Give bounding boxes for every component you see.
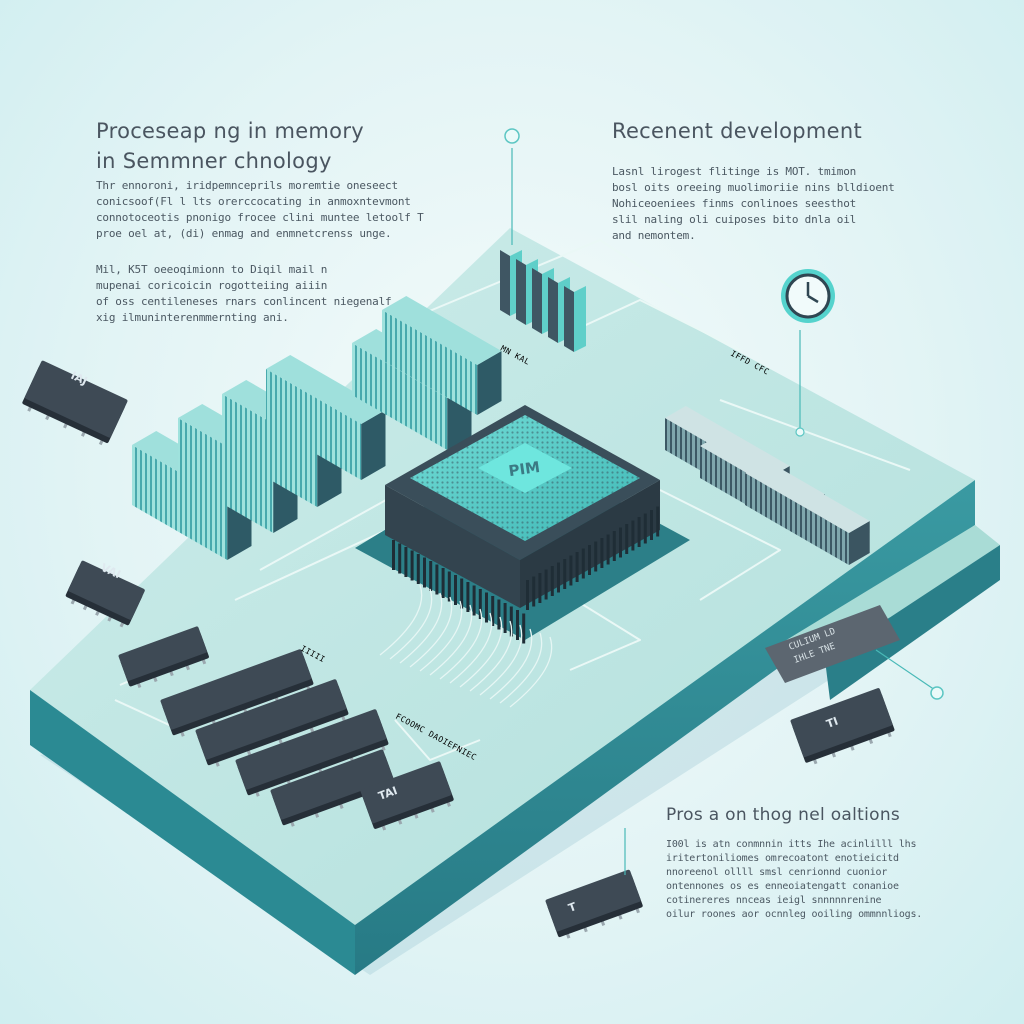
heatsink-module (500, 250, 586, 352)
title-paragraph-2: Mil, K5T oeeoqimionn to Diqil mail n mup… (96, 262, 392, 326)
applications-block: Pros a on thog nel oaltions (666, 800, 900, 830)
small-chip (545, 869, 643, 939)
small-chip-label: T (567, 900, 579, 915)
recent-paragraph-line: slil naling oli cuiposes bito dnla oil (612, 213, 857, 226)
small-chip (270, 749, 396, 827)
small-chip (22, 360, 128, 446)
label-card: CULIUM LD IHLE TNE (765, 605, 900, 683)
callout-pin-icon[interactable] (930, 686, 944, 700)
small-chip (790, 688, 895, 765)
small-chip (160, 649, 314, 737)
recent-paragraph-line: Lasnl lirogest flitinge is MOT. tmimon (612, 165, 857, 178)
clock-icon[interactable] (781, 269, 835, 323)
memory-module (745, 461, 870, 565)
applications-paragraph-line: oilur roones aor ocnnleg ooiling ommnnli… (666, 909, 923, 920)
recent-paragraph-line: Nohiceoeniees finms conlinoes seesthot (612, 197, 857, 210)
recent-block: Recenent development (612, 116, 862, 146)
title-heading-line-2: in Semmner chnology (96, 149, 332, 173)
applications-paragraph-line: iritertoniliomes omrecoatont enotieicitd (666, 853, 899, 864)
applications-paragraph-line: I00l is atn conmnnin itts Ihe acinlilll … (666, 839, 917, 850)
title-heading-line-1: Proceseap ng in memory (96, 119, 364, 143)
small-chip (65, 560, 145, 628)
small-chip-label: TI (825, 715, 840, 731)
title-paragraph-1-line: proe oel at, (di) enmag and enmnetcrenss… (96, 227, 392, 240)
small-chip (360, 761, 454, 831)
applications-paragraph-line: nnoreenol ollll smsl cenrionnd cuonior (666, 867, 888, 878)
title-paragraph-1-line: conicsoof(Fl l lts orerccocating in anmo… (96, 195, 411, 208)
title-paragraph-2-line: Mil, K5T oeeoqimionn to Diqil mail n (96, 263, 328, 276)
recent-paragraph-line: and nemontem. (612, 229, 696, 242)
small-chip (235, 709, 389, 797)
board-left-side (30, 690, 355, 975)
applications-paragraph-line: ontennones os es enneoiatengatt conanioe (666, 881, 899, 892)
pim-label-plate (478, 443, 572, 493)
callout-lines (511, 148, 936, 875)
applications-heading: Pros a on thog nel oaltions (666, 805, 901, 825)
info-pin-icon[interactable] (504, 128, 520, 144)
board-right-side (355, 480, 975, 975)
recent-paragraph: Lasnl lirogest flitinge is MOT. tmimon b… (612, 164, 895, 244)
title-paragraph-2-line: xig ilmuninterenmmernting ani. (96, 311, 289, 324)
title-paragraph-2-line: of oss centileneses rnars conlincent nie… (96, 295, 392, 308)
small-chip-label: IAJ (69, 369, 90, 388)
memory-module (382, 296, 502, 415)
pim-label: PIM (507, 458, 541, 480)
memory-module (266, 355, 386, 480)
title-paragraph-1-line: connotoceotis pnonigo frocee clini munte… (96, 211, 424, 224)
applications-paragraph-line: cotinereres nnceas ieigl snnnnnrenine (666, 895, 882, 906)
title-paragraph-2-line: mupenai coricoicin rogotteiing aiiin (96, 279, 328, 292)
applications-paragraph: I00l is atn conmnnin itts Ihe acinlilll … (666, 838, 922, 922)
recent-heading: Recenent development (612, 119, 863, 143)
small-chip (195, 679, 349, 767)
recent-paragraph-line: bosl oits oreeing muolimoriie nins blldi… (612, 181, 895, 194)
title-paragraph-1: Thr ennoroni, iridpemnceprils moremtie o… (96, 178, 424, 242)
pim-chip-pins (379, 506, 660, 708)
title-paragraph-1-line: Thr ennoroni, iridpemnceprils moremtie o… (96, 179, 398, 192)
memory-banks (132, 250, 870, 565)
pim-processor: PIM (355, 405, 690, 708)
small-chip (118, 626, 209, 688)
title-block: Proceseap ng in memory in Semmner chnolo… (96, 116, 364, 176)
small-chip-label: TAI (377, 784, 400, 803)
